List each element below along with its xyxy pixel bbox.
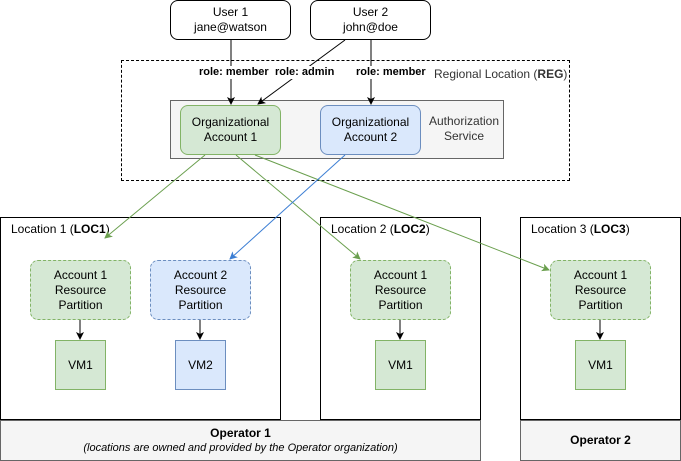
location-3-label: Location 3 (LOC3) [531, 222, 630, 236]
edge-account1-loc2 [235, 154, 361, 260]
operator-1-note: (locations are owned and provided by the… [83, 441, 398, 454]
vm-loc2-vm1: VM1 [375, 340, 426, 390]
operator-1-name: Operator 1 [210, 425, 271, 440]
operator-2-name: Operator 2 [570, 433, 631, 447]
edge-account1-loc3 [254, 154, 550, 272]
location-1-label: Location 1 (LOC1) [11, 222, 110, 236]
edge-account1-loc1 [104, 154, 206, 239]
operator-2: Operator 2 [520, 420, 681, 461]
role-label-user2-account1: role: admin [275, 66, 335, 79]
role-label-user2-account2: role: member [356, 66, 426, 79]
edge-account2-loc1 [229, 154, 346, 260]
vm-loc3-vm1: VM1 [575, 340, 626, 390]
location-2-label: Location 2 (LOC2) [331, 222, 430, 236]
regional-location-boundary [121, 60, 570, 181]
regional-location-label: Regional Location (REG) [434, 67, 568, 81]
vm-loc1-vm2: VM2 [175, 340, 226, 390]
role-label-user1-account1: role: member [199, 66, 269, 79]
vm-loc1-vm1: VM1 [55, 340, 106, 390]
